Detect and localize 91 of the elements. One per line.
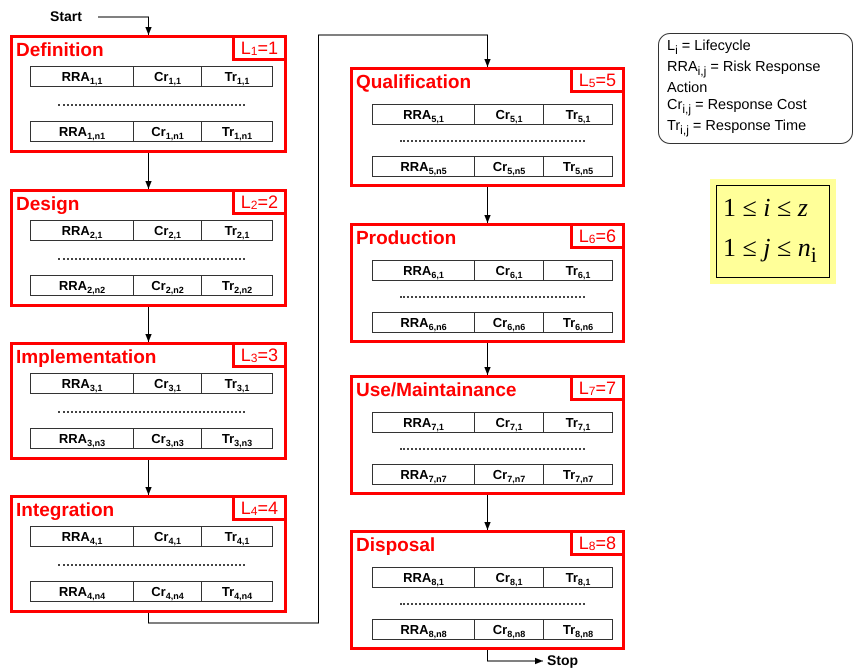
table-cell: RRA$_{2,1}$ <box>30 220 134 241</box>
arrow <box>148 34 491 624</box>
stage-box <box>350 223 625 343</box>
level-tag: L$_{6}$=6 <box>570 223 625 249</box>
table-cell: Cr$_{8,1}$ <box>474 567 544 588</box>
table-cell: Tr$_{6,n6}$ <box>543 312 613 333</box>
formula-text: 1 ≤ i ≤ z <box>723 192 809 224</box>
level-tag: L$_{8}$=8 <box>570 530 625 556</box>
table-cell: RRA$_{4,n4}$ <box>30 581 134 602</box>
arrow <box>484 494 491 530</box>
table-cell: Cr$_{5,n5}$ <box>474 156 544 177</box>
table-cell: RRA$_{7,1}$ <box>372 412 475 433</box>
arrow <box>145 152 152 190</box>
arrow <box>484 342 491 376</box>
table-cell: Cr$_{2,1}$ <box>133 220 202 241</box>
table-cell: Cr$_{3,n3}$ <box>133 428 202 449</box>
arrow <box>487 650 544 664</box>
table-cell: Tr$_{3,1}$ <box>201 373 273 394</box>
level-tag: L$_{2}$=2 <box>232 189 287 215</box>
table-cell: Tr$_{8,n8}$ <box>543 619 613 640</box>
stage-box <box>10 35 287 153</box>
table-cell: Tr$_{6,1}$ <box>543 260 613 281</box>
stage-box <box>10 495 287 613</box>
level-tag: L$_{3}$=3 <box>232 342 287 368</box>
stage-box <box>350 375 625 495</box>
arrow <box>484 186 491 224</box>
stage-title: Implementation <box>16 347 156 369</box>
arrow <box>98 16 152 36</box>
stop-label: Stop <box>547 652 592 668</box>
table-cell: Cr$_{3,1}$ <box>133 373 202 394</box>
table-cell: Tr$_{7,n7}$ <box>543 464 613 485</box>
arrow <box>145 460 152 496</box>
table-cell: RRA$_{2,n2}$ <box>30 275 134 296</box>
definitions-box <box>658 33 853 144</box>
table-cell: Cr$_{7,1}$ <box>474 412 544 433</box>
definition-entry: Tr$_{i,j}$ = Response Time <box>666 118 808 139</box>
table-cell: Tr$_{2,1}$ <box>201 220 273 241</box>
stage-title: Design <box>16 194 80 216</box>
level-tag: L$_{5}$=5 <box>570 67 625 93</box>
table-cell: Cr$_{4,n4}$ <box>133 581 202 602</box>
stage-box <box>350 67 625 187</box>
formula-box <box>710 179 836 284</box>
table-cell: Cr$_{1,1}$ <box>133 66 202 87</box>
definition-entry: L$_{i}$ = Lifecycle <box>666 38 752 59</box>
table-cell: Cr$_{5,1}$ <box>474 104 544 125</box>
table-cell: RRA$_{1,n1}$ <box>30 121 134 142</box>
arrow <box>145 306 152 342</box>
table-cell: RRA$_{7,n7}$ <box>372 464 475 485</box>
level-tag: L$_{7}$=7 <box>570 375 625 401</box>
table-cell: Cr$_{6,1}$ <box>474 260 544 281</box>
stage-box <box>350 530 625 650</box>
table-cell: Tr$_{8,1}$ <box>543 567 613 588</box>
table-cell: Tr$_{4,1}$ <box>201 526 273 547</box>
stage-title: Qualification <box>356 72 472 94</box>
start-label: Start <box>50 8 94 24</box>
table-cell: Tr$_{2,n2}$ <box>201 275 273 296</box>
stage-title: Disposal <box>356 535 436 557</box>
stage-box <box>10 342 287 460</box>
stage-title: Definition <box>16 40 104 62</box>
table-cell: Tr$_{1,n1}$ <box>201 121 273 142</box>
stage-title: Use/Maintainance <box>356 380 516 402</box>
stage-title: Production <box>356 228 456 250</box>
table-cell: Cr$_{2,n2}$ <box>133 275 202 296</box>
table-cell: Cr$_{6,n6}$ <box>474 312 544 333</box>
table-cell: RRA$_{6,n6}$ <box>372 312 475 333</box>
stage-box <box>10 189 287 307</box>
table-cell: Tr$_{5,n5}$ <box>543 156 613 177</box>
table-cell: RRA$_{1,1}$ <box>30 66 134 87</box>
table-cell: RRA$_{5,n5}$ <box>372 156 475 177</box>
table-cell: Cr$_{1,n1}$ <box>133 121 202 142</box>
table-cell: Tr$_{4,n4}$ <box>201 581 273 602</box>
table-cell: Cr$_{4,1}$ <box>133 526 202 547</box>
table-cell: RRA$_{8,1}$ <box>372 567 475 588</box>
level-tag: L$_{1}$=1 <box>232 35 287 61</box>
table-cell: RRA$_{5,1}$ <box>372 104 475 125</box>
table-cell: Tr$_{3,n3}$ <box>201 428 273 449</box>
table-cell: RRA$_{3,1}$ <box>30 373 134 394</box>
table-cell: RRA$_{8,n8}$ <box>372 619 475 640</box>
table-cell: Tr$_{5,1}$ <box>543 104 613 125</box>
table-cell: RRA$_{6,1}$ <box>372 260 475 281</box>
table-cell: Cr$_{8,n8}$ <box>474 619 544 640</box>
level-tag: L$_{4}$=4 <box>232 495 287 521</box>
table-cell: RRA$_{3,n3}$ <box>30 428 134 449</box>
stage-title: Integration <box>16 500 114 522</box>
table-cell: RRA$_{4,1}$ <box>30 526 134 547</box>
definition-entry: Cr$_{i,j}$ = Response Cost <box>666 96 808 118</box>
table-cell: Tr$_{1,1}$ <box>201 66 273 87</box>
table-cell: Tr$_{7,1}$ <box>543 412 613 433</box>
definition-entry: RRA$_{i,j}$ = Risk Response Action <box>666 58 822 97</box>
formula-text: 1 ≤ j ≤ n$_{i}$ <box>723 232 818 270</box>
table-cell: Cr$_{7,n7}$ <box>474 464 544 485</box>
